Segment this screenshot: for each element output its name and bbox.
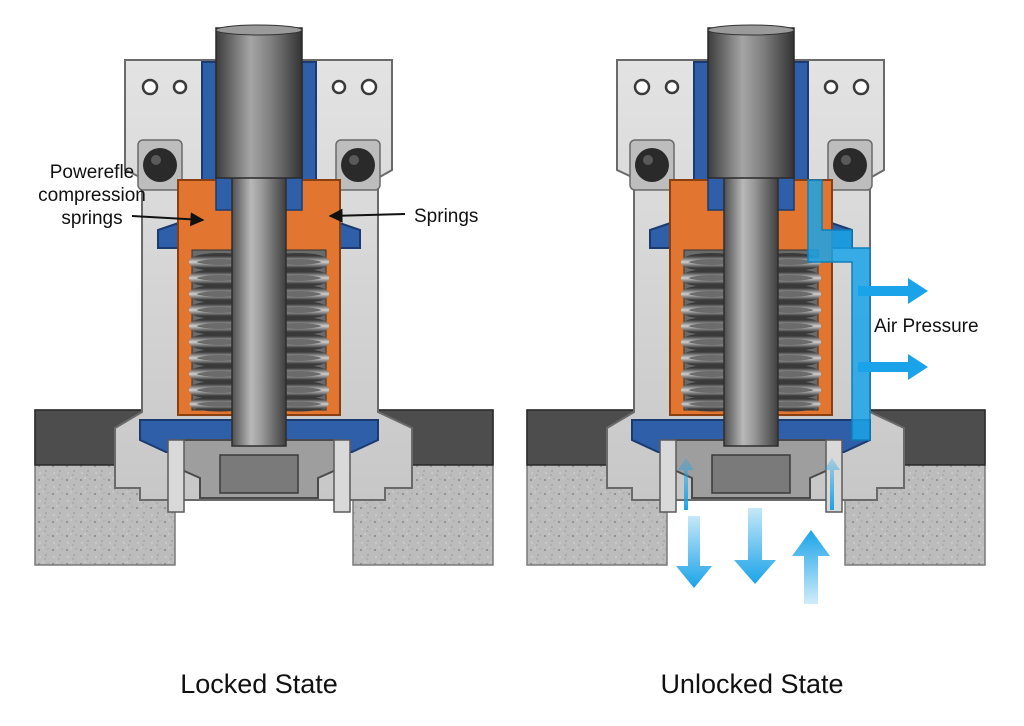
locked-unit bbox=[35, 25, 493, 565]
callout-compression-springs: Powerefle compression springs bbox=[38, 162, 205, 229]
air-internal-arrow-right bbox=[824, 458, 840, 510]
air-down-arrow-left bbox=[676, 516, 712, 588]
air-out-arrow-upper bbox=[858, 278, 928, 304]
air-arrows bbox=[676, 278, 928, 604]
unlocked-unit bbox=[527, 25, 985, 565]
arrow-springs bbox=[328, 208, 406, 223]
air-internal-arrow-left bbox=[678, 458, 694, 510]
air-up-arrow bbox=[792, 530, 830, 604]
label-air-pressure: Air Pressure bbox=[874, 316, 979, 337]
caption-unlocked-state: Unlocked State bbox=[660, 669, 843, 699]
label-compression-line2: compression bbox=[38, 185, 146, 206]
caption-locked-state: Locked State bbox=[180, 669, 338, 699]
label-compression-line3: springs bbox=[61, 208, 122, 229]
callout-springs: Springs bbox=[328, 206, 478, 227]
arrow-compression bbox=[131, 212, 205, 227]
label-springs: Springs bbox=[414, 206, 478, 227]
air-channel bbox=[807, 179, 871, 441]
air-out-arrow-lower bbox=[858, 354, 928, 380]
label-compression-line1: Powerefle bbox=[50, 162, 135, 183]
air-down-arrow-middle bbox=[734, 508, 776, 584]
